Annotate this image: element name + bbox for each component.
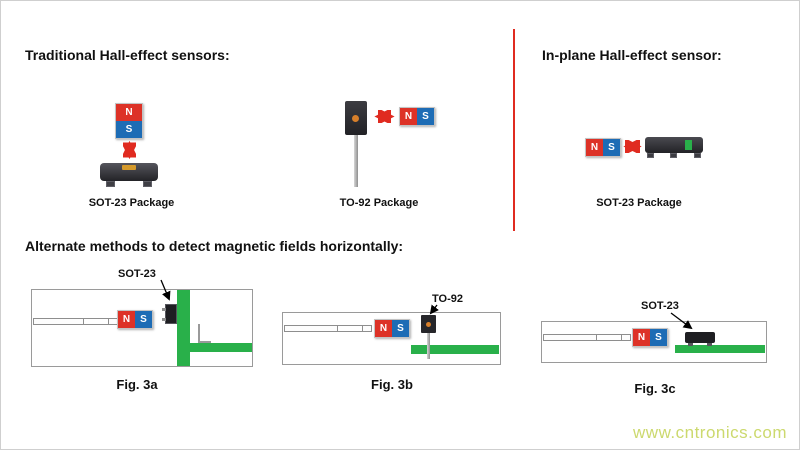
sot23-package-label: SOT-23 Package	[88, 197, 175, 209]
fig3b-horizontal-board	[411, 345, 499, 354]
alternate-section-title: Alternate methods to detect magnetic fie…	[25, 238, 404, 254]
fig3b-callout-arrow-icon	[429, 304, 439, 315]
chip-leg	[647, 153, 654, 158]
chip-leg	[143, 181, 152, 187]
magnet-vertical: N S	[115, 103, 143, 139]
to92-pin	[354, 135, 358, 187]
to92-dot	[352, 115, 359, 122]
to92-body	[345, 101, 367, 135]
magnet-north-pole: N	[116, 104, 142, 121]
chip-leg	[694, 153, 701, 158]
magnet-south-pole: S	[135, 311, 152, 328]
fig3c-chip-callout: SOT-23	[641, 300, 679, 312]
fig3c-sot23-chip	[685, 332, 715, 346]
fig3a-arm-notch	[83, 318, 109, 325]
magnet-south-pole: S	[603, 139, 620, 156]
watermark-text: www.cntronics.com	[633, 423, 787, 442]
sot23-package-graphic	[100, 163, 158, 187]
magnet-horizontal: N S	[117, 310, 153, 329]
fig3b-arm-notch	[337, 325, 363, 332]
fig3b-caption: Fig. 3b	[371, 377, 413, 392]
fig3b-to92-chip	[421, 315, 436, 359]
inplane-section-title: In-plane Hall-effect sensor:	[542, 47, 722, 63]
fig3b-arm	[284, 325, 372, 332]
magnet-south-pole: S	[116, 121, 142, 138]
chip-leg	[106, 181, 115, 187]
sot23-inplane-graphic	[645, 137, 703, 158]
magnet-north-pole: N	[400, 108, 417, 125]
chip-leg	[162, 308, 166, 311]
magnet-horizontal: N S	[632, 328, 668, 347]
to92-package-graphic	[345, 101, 367, 187]
magnet-south-pole: S	[417, 108, 434, 125]
fig3c-callout-arrow-icon	[670, 312, 693, 330]
magnet-north-pole: N	[633, 329, 650, 346]
magnet-north-pole: N	[586, 139, 603, 156]
fig3b-chip-callout: TO-92	[432, 293, 463, 305]
magnet-south-pole: S	[392, 320, 409, 337]
fig3a-vertical-board	[177, 290, 190, 366]
traditional-section-title: Traditional Hall-effect sensors:	[25, 47, 230, 63]
double-arrow-horizontal-icon	[374, 110, 395, 123]
fig3a-caption: Fig. 3a	[116, 377, 158, 392]
magnet-horizontal: N S	[374, 319, 410, 338]
to92-body	[421, 315, 436, 333]
chip-leg	[162, 318, 166, 321]
fig3c-horizontal-board	[675, 345, 765, 353]
sot23-inplane-label: SOT-23 Package	[596, 197, 682, 209]
fig3a-arm	[33, 318, 118, 325]
double-arrow-horizontal-icon	[623, 140, 642, 153]
magnet-north-pole: N	[375, 320, 392, 337]
fig3c-arm-notch	[596, 334, 622, 341]
section-divider	[513, 29, 515, 231]
fig3c-arm	[543, 334, 631, 341]
double-arrow-vertical-icon	[123, 140, 136, 160]
to92-pin	[427, 333, 430, 359]
chip-leg	[707, 343, 712, 346]
fig3c-caption: Fig. 3c	[634, 381, 676, 396]
magnet-south-pole: S	[650, 329, 667, 346]
fig3a-horizontal-board	[190, 343, 252, 352]
to92-dot	[426, 322, 431, 327]
fig3a-chip-callout: SOT-23	[118, 268, 156, 280]
fig3a-callout-arrow-icon	[160, 279, 171, 301]
chip-leg	[688, 343, 693, 346]
fig3a-bracket	[198, 324, 211, 343]
chip-leg	[670, 153, 677, 158]
magnet-horizontal: N S	[399, 107, 435, 126]
magnet-north-pole: N	[118, 311, 135, 328]
to92-package-label: TO-92 Package	[339, 197, 419, 209]
magnet-horizontal: N S	[585, 138, 621, 157]
fig3a-sot23-chip	[162, 304, 177, 324]
